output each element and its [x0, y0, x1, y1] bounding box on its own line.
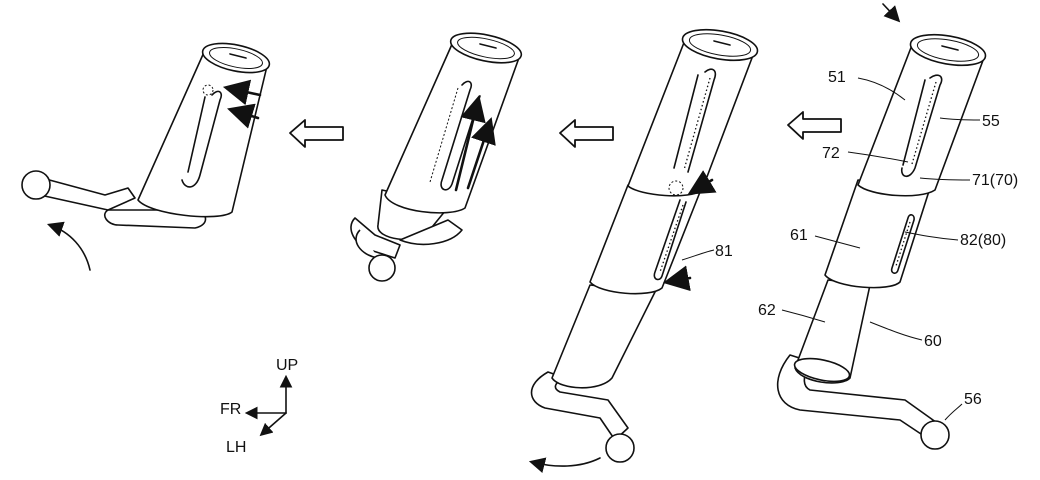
- orientation-axes: UP FR LH: [220, 357, 298, 456]
- label-55: 55: [982, 113, 1000, 130]
- transition-arrow-1: [289, 119, 344, 148]
- axis-up-label: UP: [276, 357, 298, 374]
- label-60: 60: [924, 333, 942, 350]
- transition-arrow-3: [787, 111, 842, 140]
- label-56: 56: [964, 391, 982, 408]
- label-81: 81: [715, 243, 733, 260]
- axis-lh-label: LH: [226, 439, 246, 456]
- stage-1-assembly: [21, 42, 271, 271]
- stage-4-assembly: [776, 3, 987, 450]
- stage-3-assembly: [528, 28, 759, 473]
- label-71: 71(70): [972, 172, 1018, 189]
- label-82: 82(80): [960, 232, 1006, 249]
- stage-2-assembly: [350, 32, 523, 282]
- transition-arrow-2: [559, 119, 614, 148]
- leader-lines: [681, 77, 981, 421]
- axis-fr-label: FR: [220, 401, 241, 418]
- label-72: 72: [822, 145, 840, 162]
- label-51: 51: [828, 69, 846, 86]
- label-62: 62: [758, 302, 776, 319]
- label-61: 61: [790, 227, 808, 244]
